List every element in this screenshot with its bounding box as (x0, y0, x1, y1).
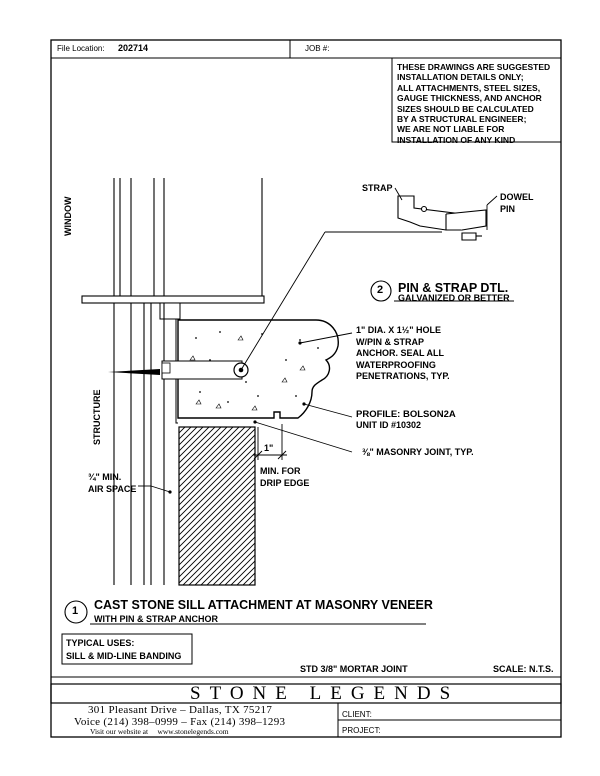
strap-label: STRAP (362, 183, 393, 193)
hole-note: 1" DIA. X 1½" HOLE W/PIN & STRAP ANCHOR.… (356, 325, 450, 381)
detail-2-number: 2 (377, 284, 384, 296)
sill-stipple (189, 331, 319, 411)
typical-uses-value: SILL & MID-LINE BANDING (66, 651, 182, 661)
file-location-value: 202714 (118, 43, 149, 53)
disclaimer-box (391, 57, 562, 143)
mortar-joint-note: STD 3/8" MORTAR JOINT (300, 664, 408, 674)
brick-veneer (178, 426, 256, 586)
strap-in-sill (161, 360, 243, 380)
detail-2-title: PIN & STRAP DTL. (398, 281, 509, 295)
dimension-1in: 1" (264, 443, 274, 453)
project-label: PROJECT: (342, 726, 381, 735)
job-label: JOB #: (305, 44, 330, 53)
disclaimer-text: THESE DRAWINGS ARE SUGGESTED INSTALLATIO… (397, 62, 551, 145)
window-label: WINDOW (63, 196, 73, 237)
detail-1-number: 1 (72, 605, 79, 617)
company-website: Visit our website at www.stonelegends.co… (90, 727, 229, 736)
profile-label: PROFILE: BOLSON2A (356, 409, 456, 420)
detail-1-bubble (64, 600, 88, 624)
drip-dimension (253, 424, 287, 460)
company-phone: Voice (214) 398–0999 – Fax (214) 398–129… (74, 716, 286, 728)
sheet-border (50, 39, 562, 738)
strap-pin-drawing (397, 195, 487, 241)
drip-edge-label: MIN. FOR DRIP EDGE (260, 466, 310, 488)
unit-id-label: UNIT ID #10302 (356, 420, 422, 430)
client-label: CLIENT: (342, 710, 372, 719)
window-frame (113, 178, 263, 296)
dowel-pin-label: DOWEL PIN (500, 192, 534, 214)
file-location-label: File Location: (57, 44, 105, 53)
anchor-spike (108, 369, 160, 375)
structure-label: STRUCTURE (92, 389, 102, 446)
window-sill-trim (81, 295, 265, 304)
company-address: 301 Pleasant Drive – Dallas, TX 75217 (88, 704, 273, 716)
cast-stone-sill (177, 319, 339, 419)
typical-uses-box (61, 633, 193, 665)
company-name: STONE LEGENDS (190, 683, 460, 704)
scale-note: SCALE: N.T.S. (493, 664, 554, 674)
structure-wall (113, 303, 165, 585)
typical-uses-heading: TYPICAL USES: (66, 638, 135, 648)
title-block-band (50, 683, 562, 704)
air-space-label: ¾" MIN. AIR SPACE (88, 472, 137, 494)
detail-2-subtitle: GALVANIZED OR BETTER (398, 293, 510, 303)
masonry-joint-label: ⅜" MASONRY JOINT, TYP. (362, 447, 474, 457)
detail-2-bubble (370, 280, 392, 302)
detail-1-title: CAST STONE SILL ATTACHMENT AT MASONRY VE… (94, 598, 433, 612)
detail-1-subtitle: WITH PIN & STRAP ANCHOR (94, 614, 219, 624)
